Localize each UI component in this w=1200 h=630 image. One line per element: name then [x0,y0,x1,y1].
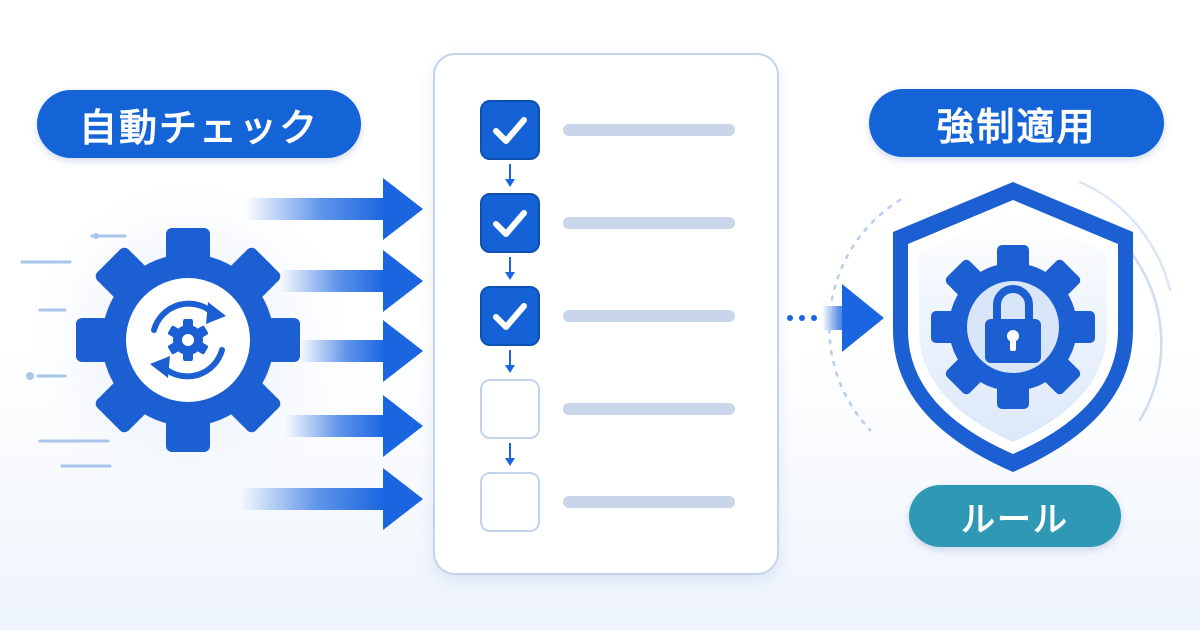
gear-sync-icon [76,228,300,452]
auto-check-label: 自動チェック [37,90,361,158]
checklist-item-line [563,496,735,508]
checklist-checkbox[interactable] [480,100,540,160]
step-arrow [505,350,515,373]
checklist-item-line [563,217,735,229]
checklist-item-line [563,403,735,415]
checklist-item-line [563,124,735,136]
checkmark-icon [493,210,527,237]
flow-arrow [245,178,423,240]
checklist-card [433,53,779,575]
speed-dots [26,233,99,380]
checkmark-icon [493,117,527,144]
checklist-item-line [563,310,735,322]
rule-label: ルール [909,485,1121,547]
step-arrow [505,443,515,466]
checklist-checkbox[interactable] [480,472,540,532]
enforce-connector [787,284,884,352]
enforcement-label: 強制適用 [869,89,1164,157]
speed-lines [20,234,127,468]
flow-arrow [240,468,423,530]
step-arrow [505,257,515,280]
flow-arrows [240,178,423,530]
checklist-checkbox[interactable] [480,193,540,253]
checklist-checkbox[interactable] [480,379,540,439]
checkmark-icon [493,303,527,330]
shield-lock-icon [893,182,1133,472]
flow-arrow [300,320,423,382]
flow-arrow [280,250,423,312]
flow-arrow [285,395,423,457]
checklist-connectors [505,164,515,466]
step-arrow [505,164,515,187]
checklist-checkbox[interactable] [480,286,540,346]
